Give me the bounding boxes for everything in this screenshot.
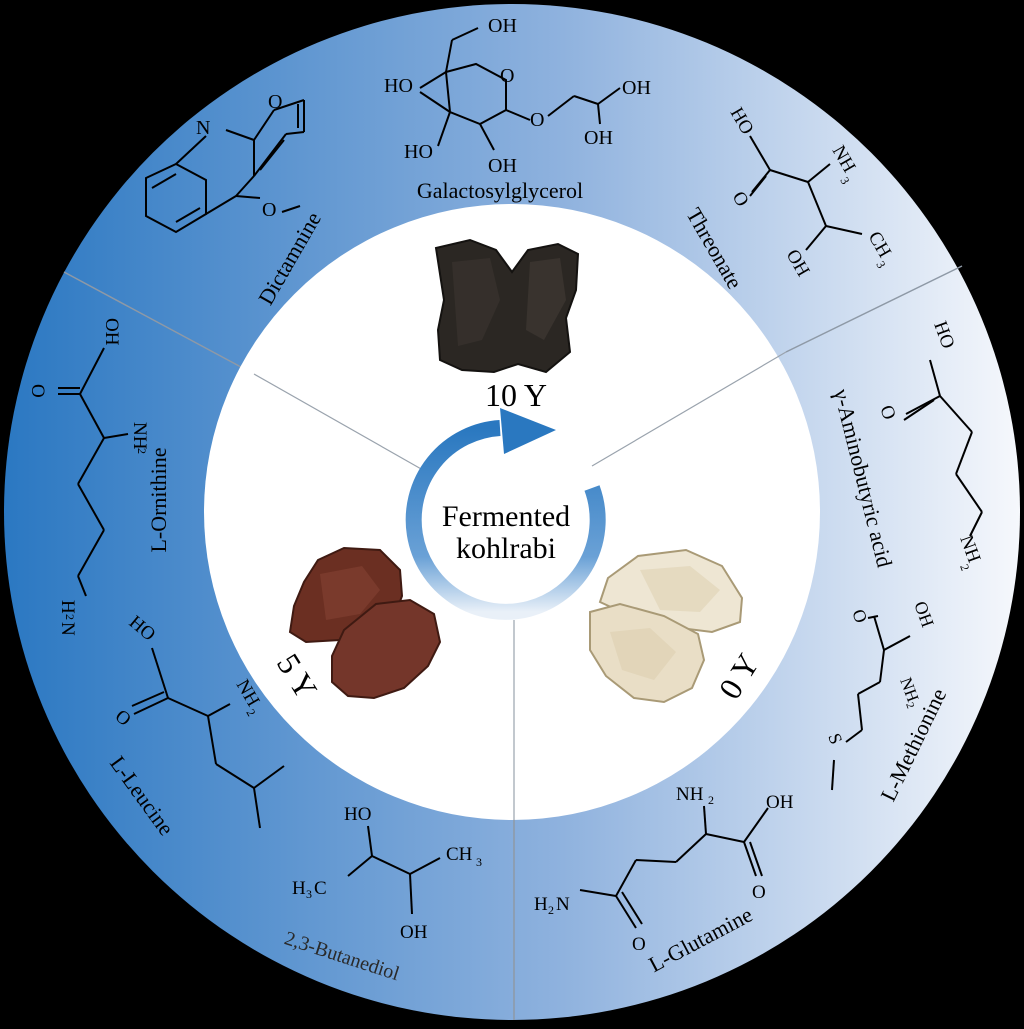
cycle-arrow <box>405 420 606 620</box>
inner-divider-right <box>591 351 787 467</box>
compound-threonate <box>749 135 863 251</box>
center-label-line2: kohlrabi <box>456 532 556 565</box>
sample-10y-label: 10 Y <box>485 377 547 413</box>
glutamine-nh2-top: NH <box>676 784 704 805</box>
dictamnine-o-ring: O <box>268 91 282 113</box>
glutamine-o-right: O <box>752 882 766 903</box>
glutamine-h2n-sub: 2 <box>548 903 554 917</box>
butanediol-h3c: H <box>292 878 306 899</box>
glutamine-nh2-top-sub: 2 <box>708 793 714 807</box>
butanediol-ho: HO <box>344 804 371 825</box>
compound-ornithine <box>58 347 129 597</box>
galactosylglycerol-oh-bottom: OH <box>488 155 517 177</box>
compound-gaba <box>903 359 983 537</box>
butanediol-ch3: CH <box>446 844 473 865</box>
glutamine-h2n: H <box>534 894 548 915</box>
compound-galactosylglycerol <box>419 27 621 151</box>
sample-5y-photo <box>288 546 442 700</box>
dictamnine-o-methoxy: O <box>262 199 276 221</box>
ornithine-nh2: NH <box>129 422 150 450</box>
butanediol-ch3-sub: 3 <box>476 855 482 869</box>
ornithine-h2n-sub: 2 <box>63 614 77 620</box>
methionine-o: O <box>848 607 871 626</box>
dictamnine-n: N <box>196 117 210 139</box>
ring-divider-right <box>785 265 963 353</box>
ornithine-h2n-n: N <box>57 622 78 636</box>
glutamine-o-left: O <box>632 934 646 955</box>
sample-10y-photo <box>434 238 580 374</box>
galactosylglycerol-oh-right2: OH <box>584 127 613 149</box>
compound-label-ornithine: L-Ornithine <box>146 447 171 552</box>
glutamine-oh: OH <box>766 792 794 813</box>
galactosylglycerol-o-ring: O <box>500 65 514 87</box>
compound-glutamine <box>579 805 769 929</box>
butanediol-oh: OH <box>400 922 428 943</box>
compound-methionine <box>831 615 911 791</box>
galactosylglycerol-oh-top: OH <box>488 15 517 37</box>
galactosylglycerol-ho-bottom: HO <box>404 141 433 163</box>
galactosylglycerol-ho-left: HO <box>384 75 413 97</box>
ornithine-oh: OH <box>101 318 122 346</box>
ornithine-nh2-sub: 2 <box>135 448 149 454</box>
sample-0y-photo <box>589 548 744 704</box>
gaba-o: O <box>875 403 899 423</box>
compound-dictamnine <box>145 99 305 234</box>
compound-butanediol <box>347 825 441 915</box>
ornithine-h2n: H <box>57 600 78 614</box>
methionine-nh2-sub: 2 <box>903 701 916 710</box>
gaba-nh2-sub: 2 <box>957 562 972 572</box>
compound-leucine <box>131 647 285 829</box>
butanediol-h3c-c: C <box>314 878 327 899</box>
galactosylglycerol-o-link: O <box>530 109 544 131</box>
ornithine-o: O <box>27 384 48 398</box>
compound-label-galactosylglycerol: Galactosylglycerol <box>417 178 583 203</box>
center-label-line1: Fermented <box>442 500 570 533</box>
butanediol-h3c-sub: 3 <box>306 887 312 901</box>
cycle-arrowhead <box>500 408 556 454</box>
inner-divider-left <box>253 373 431 475</box>
glutamine-h2n-n: N <box>556 894 570 915</box>
galactosylglycerol-oh-right1: OH <box>622 77 651 99</box>
ring-divider-left <box>63 271 255 375</box>
